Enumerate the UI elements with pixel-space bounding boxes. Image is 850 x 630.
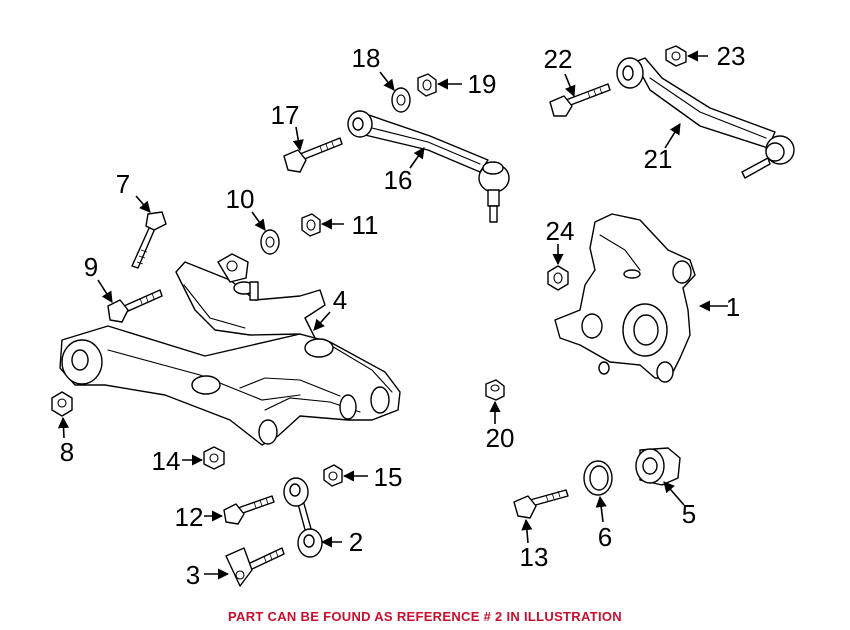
part-10-washer: [260, 229, 280, 255]
part-20-nut: [485, 379, 505, 401]
part-24-nut: [547, 265, 569, 291]
callout-4: 4: [333, 285, 347, 315]
leader-7: [135, 195, 151, 213]
part-8-nut: [51, 391, 73, 417]
callout-16: 16: [384, 165, 413, 195]
leader-8: [57, 416, 70, 439]
callout-12: 12: [175, 502, 204, 532]
part-23-nut: [665, 45, 687, 67]
part-1-knuckle: [554, 213, 696, 383]
leader-13: [521, 518, 533, 544]
part-17-bolt: [283, 137, 343, 173]
part-2-stabilizer-link: [283, 477, 323, 558]
leader-arrows: [57, 50, 728, 580]
leader-9: [97, 279, 113, 303]
part-19-nut: [417, 73, 437, 97]
leader-10: [251, 211, 266, 231]
callout-11: 11: [352, 210, 379, 240]
callout-1: 1: [726, 292, 740, 322]
leader-18: [379, 71, 395, 91]
callout-2: 2: [349, 527, 363, 557]
leader-16: [409, 147, 425, 169]
callout-22: 22: [544, 44, 573, 74]
part-22-bolt: [549, 83, 611, 117]
part-14-nut: [203, 446, 225, 470]
leader-22: [564, 73, 576, 98]
leader-4: [313, 311, 331, 331]
part-3-bolt: [225, 547, 285, 587]
callout-17: 17: [271, 100, 300, 130]
callout-9: 9: [84, 252, 98, 282]
leader-17: [292, 126, 304, 152]
callout-20: 20: [486, 423, 515, 453]
callout-numbers: 1 2 3 4 5 6 7 8 9 10 11 12 13 14 15 16 1…: [60, 41, 746, 590]
callout-3: 3: [186, 560, 200, 590]
reference-note: PART CAN BE FOUND AS REFERENCE # 2 IN IL…: [228, 609, 622, 624]
part-16-upper-link: [347, 110, 510, 223]
part-18-washer: [391, 87, 411, 113]
callout-19: 19: [468, 69, 497, 99]
part-7-bolt: [131, 211, 167, 269]
part-15-nut: [323, 464, 343, 487]
callout-15: 15: [374, 462, 403, 492]
part-11-nut: [301, 213, 321, 237]
callout-21: 21: [644, 144, 673, 174]
callout-10: 10: [226, 184, 255, 214]
callout-23: 23: [717, 41, 746, 71]
callout-6: 6: [598, 522, 612, 552]
part-4-subframe: [59, 253, 401, 446]
leader-6: [595, 495, 607, 523]
callout-14: 14: [152, 446, 181, 476]
callout-8: 8: [60, 437, 74, 467]
part-21-upper-arm: [616, 57, 795, 179]
leader-21: [664, 123, 681, 149]
callout-5: 5: [682, 499, 696, 529]
callout-18: 18: [352, 43, 381, 73]
leader-5: [663, 481, 685, 506]
callout-24: 24: [546, 216, 575, 246]
callout-7: 7: [116, 169, 130, 199]
callout-13: 13: [520, 542, 549, 572]
part-6-washer: [583, 460, 613, 496]
part-13-bolt: [513, 489, 569, 519]
part-9-bolt: [107, 289, 163, 323]
part-5-bushing: [635, 447, 681, 486]
part-12-bolt: [223, 495, 275, 525]
